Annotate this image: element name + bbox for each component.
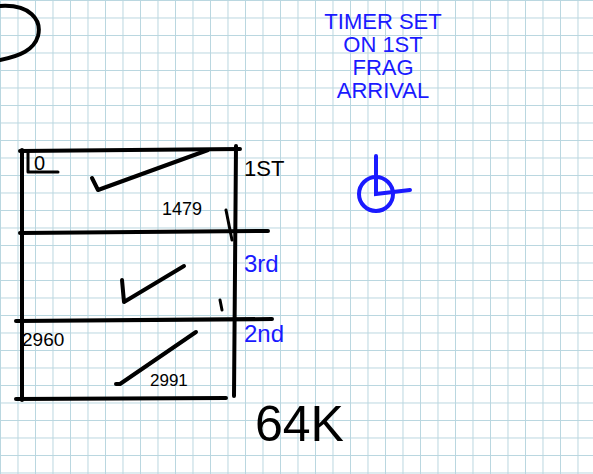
fragment-order: 2nd (244, 322, 284, 346)
partial-curve (0, 6, 39, 60)
received-check (122, 266, 184, 302)
fragment-row: 0 1479 1ST (22, 150, 292, 232)
tick-mark (226, 210, 232, 240)
offset-marker (28, 151, 58, 172)
timer-note: TIMER SET ON 1ST FRAG ARRIVAL (318, 10, 448, 102)
clock-symbol (359, 156, 410, 211)
buffer-left-edge (20, 150, 24, 400)
offset-number: 2960 (22, 330, 64, 349)
offset-number: 0 (34, 153, 45, 173)
offset-number: 2991 (150, 372, 188, 389)
buffer-size: 64K (255, 398, 344, 451)
offset-number: 1479 (162, 200, 202, 218)
fragment-order: 1ST (244, 158, 284, 180)
fragment-row: 3rd (22, 232, 292, 320)
fragment-divider (16, 319, 272, 321)
fragment-order: 3rd (244, 252, 279, 276)
received-check (92, 150, 208, 190)
buffer-bottom-edge (16, 398, 226, 399)
fragment-row: 2960 2991 2nd (16, 320, 292, 400)
buffer-right-edge (234, 146, 236, 396)
tick-mark (220, 300, 222, 310)
